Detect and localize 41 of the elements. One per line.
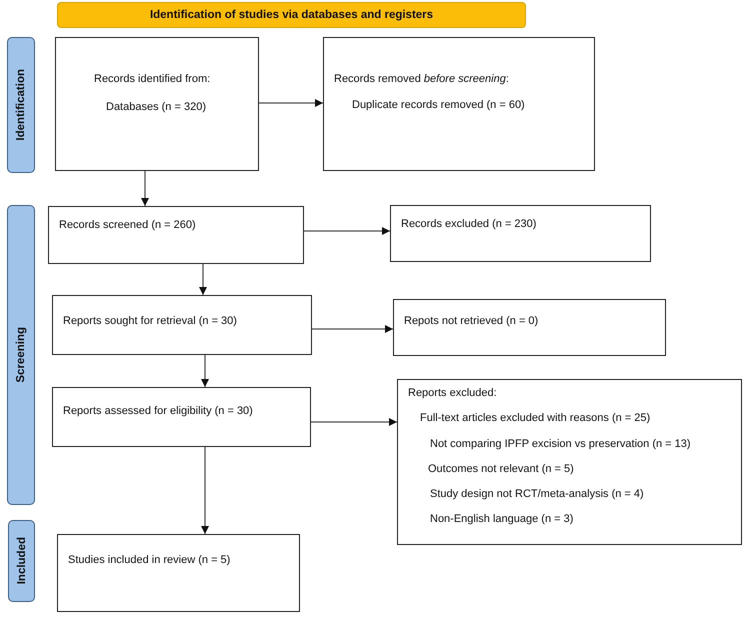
arrow [199,264,207,296]
process-box [48,206,304,264]
box-text: Records removed before screening: [334,72,509,86]
stage-label: Included [16,537,28,585]
arrow [141,170,149,206]
process-box [55,37,259,171]
arrow [201,446,209,534]
stage-label: Screening [15,327,27,383]
process-box [393,299,666,356]
box-text: Databases (n = 320) [106,100,206,115]
box-text: Outcomes not relevant (n = 5) [428,462,574,476]
stage-tab [7,37,35,173]
box-text: Full-text articles excluded with reasons (n = 25) [420,411,650,426]
arrow [258,99,324,107]
stage-label: Identification [15,69,27,141]
box-text: Non-English language (n = 3) [430,512,574,527]
box-text: Study design not RCT/meta-analysis (n = 4) [430,487,644,502]
process-box [52,295,312,355]
process-box [390,205,651,262]
box-text: Reports assessed for eligibility (n = 30) [63,404,253,418]
box-text: Records excluded (n = 230) [401,217,536,232]
header-band [57,2,526,28]
box-text: Records identified from: [94,72,210,86]
box-text: Duplicate records removed (n = 60) [352,98,525,113]
stage-tab [8,520,35,602]
box-text: Repots not retrieved (n = 0) [404,314,538,328]
box-text: Not comparing IPFP excision vs preservation (n = 13) [430,436,691,451]
arrow [310,418,398,426]
arrow [312,325,394,333]
box-text: Studies included in review (n = 5) [68,553,230,568]
process-box [323,37,595,171]
box-text: Records screened (n = 260) [59,218,196,232]
box-text: Reports sought for retrieval (n = 30) [63,314,237,328]
header-text: Identification of studies via databases and registers [150,9,434,21]
box-text: Reports excluded: [408,386,497,400]
arrow [201,354,209,388]
process-box [52,387,311,447]
arrow [304,227,390,235]
process-box [57,534,300,612]
stage-tab [7,205,35,505]
process-box [397,379,742,545]
